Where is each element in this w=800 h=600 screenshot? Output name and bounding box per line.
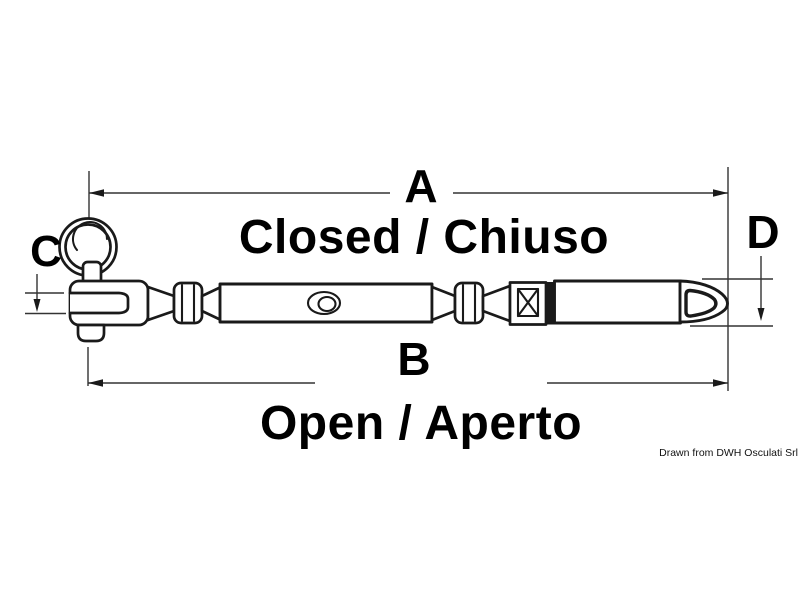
dimension-a [88,167,729,391]
hex-nut-left-facets [180,283,196,323]
hex-nut-right-body [453,281,485,325]
taper-fork-to-nut [146,285,176,322]
hex-nut-left-body [172,281,204,325]
terminal-nose-slot [684,288,718,318]
dim-a-arrow-right [713,189,728,197]
swage-collar-band [546,282,555,325]
caption-closed: Closed / Chiuso [239,211,609,264]
barrel-hole-inner [317,295,337,313]
dim-a-arrow-left [89,189,104,197]
terminal-cylinder [553,279,682,325]
dim-label-c: C [30,227,62,276]
cross-box-x [516,287,540,318]
taper-nut-to-barrel [200,285,223,322]
taper-barrel-to-nut [430,285,457,322]
ring-split-arc [72,221,109,252]
barrel-body [218,282,434,324]
turnbuckle-part [58,217,729,343]
hex-nut-right [453,281,485,325]
dimension-d [690,256,773,327]
cross-box [516,287,540,318]
dim-c-arrow-down [33,299,41,312]
barrel-rect [218,282,434,324]
shackle-ring [58,217,118,277]
dim-label-d: D [746,206,779,258]
fork-slot [68,291,130,315]
clevis-pin-cap [76,323,106,343]
dim-b-arrow-left [88,379,103,387]
barrel-hole-outer [306,290,342,316]
hex-nut-left [172,281,204,325]
dim-b-arrow-right [713,379,728,387]
dim-d-arrow-down [757,308,765,321]
hex-nut-right-facets [461,283,477,323]
swage-section [508,281,555,326]
dimension-c [25,274,66,315]
dimension-b [87,347,728,387]
jaw-fork-end [68,279,150,343]
caption-open: Open / Aperto [260,397,582,450]
taper-nut-to-stud [481,284,512,323]
credit-text: Drawn from DWH Osculati Srl [659,447,798,459]
toggle-end [553,279,729,325]
dim-label-b: B [397,333,430,385]
dim-label-a: A [404,160,437,212]
